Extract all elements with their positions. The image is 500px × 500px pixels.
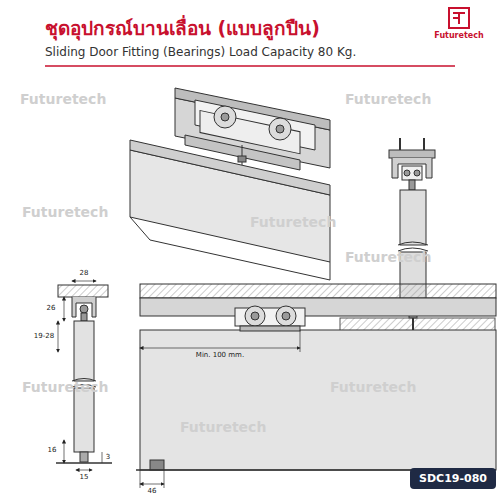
model-badge: SDC19-080 [410,468,496,489]
dimension: 15 [79,474,90,482]
dimension: 19-28 [33,333,55,341]
watermark: Futuretech [22,380,108,395]
logo-text: Futuretech [434,32,483,41]
watermark: Futuretech [345,92,431,107]
perspective-view [130,88,330,280]
model-code: SDC19-080 [419,472,487,485]
watermark: Futuretech [22,205,108,220]
dimension: 46 [147,488,158,496]
dimension: 28 [79,270,90,278]
watermark: Futuretech [250,215,336,230]
watermark: Futuretech [180,420,266,435]
title: ชุดอุปกรณ์บานเลื่อน (แบบลูกปืน) [45,18,320,39]
dimension: 26 [46,305,57,313]
dimension: 16 [47,447,58,455]
subtitle: Sliding Door Fitting (Bearings) Load Cap… [45,46,356,59]
watermark: Futuretech [345,250,431,265]
watermark: Futuretech [20,92,106,107]
logo-icon [449,8,469,28]
dimension: Min. 100 mm. [195,352,245,360]
front-view [136,284,496,488]
dimension: 3 [105,454,111,462]
header-rule [45,65,455,67]
watermark: Futuretech [330,380,416,395]
end-section [56,281,112,470]
